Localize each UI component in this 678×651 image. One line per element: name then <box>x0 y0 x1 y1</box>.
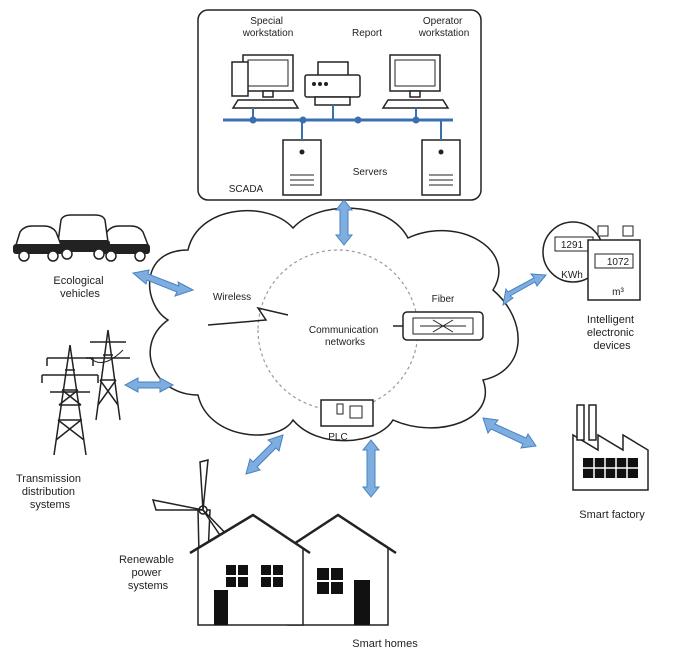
label-report: Report <box>352 28 382 39</box>
meter-bottom-reading: 1072 <box>607 257 630 268</box>
scada-panel <box>197 9 482 201</box>
labels: Operator workstation Report Special work… <box>16 16 645 650</box>
label-servers: Servers <box>353 167 387 178</box>
meter-top-reading: 1291 <box>561 240 584 251</box>
server-icon <box>282 120 322 196</box>
operator-workstation-icon <box>381 54 450 120</box>
label-intelligent-devices: Intelligent electronic devices <box>587 314 637 352</box>
arrow-homes <box>361 439 381 498</box>
label-plc: PLC <box>328 432 347 443</box>
label-scada: SCADA <box>229 184 264 195</box>
label-transmission: Transmission distribution systems <box>16 473 84 511</box>
smart-meter-icon <box>542 221 641 301</box>
transmission-tower-icon <box>41 329 130 456</box>
meter-bottom-unit: m³ <box>612 287 624 298</box>
factory-icon <box>572 404 649 491</box>
arrow-factory <box>482 417 537 449</box>
plc-device-icon <box>320 399 374 427</box>
label-communication-networks: Communication networks <box>309 325 381 348</box>
special-workstation-icon <box>231 54 300 120</box>
printer-icon <box>304 61 361 120</box>
arrow-transmission <box>123 377 175 393</box>
label-operator-workstation: Operator workstation <box>418 16 470 39</box>
core-network-ring <box>257 249 419 411</box>
vehicles-icon <box>13 214 150 262</box>
label-fiber: Fiber <box>432 294 455 305</box>
lightning-icon <box>207 306 289 326</box>
arrow-vehicles <box>131 269 195 297</box>
communication-cloud <box>148 207 519 442</box>
bus-node <box>354 116 362 124</box>
arrow-renewable <box>245 434 284 475</box>
label-smart-homes: Smart homes <box>352 638 418 650</box>
label-vehicles: Ecological vehicles <box>53 275 106 300</box>
label-wireless: Wireless <box>213 292 251 303</box>
label-renewable: Renewable power systems <box>119 554 177 592</box>
link-arrows <box>123 199 548 498</box>
fiber-connector-icon <box>393 311 484 341</box>
label-smart-factory: Smart factory <box>579 509 645 521</box>
label-special-workstation: Special workstation <box>242 16 294 39</box>
smart-homes-icon <box>189 513 397 626</box>
arrow-ied <box>502 273 548 307</box>
server-icon <box>421 120 461 196</box>
meter-top-unit: KWh <box>561 270 583 281</box>
arrow-scada <box>334 199 354 246</box>
